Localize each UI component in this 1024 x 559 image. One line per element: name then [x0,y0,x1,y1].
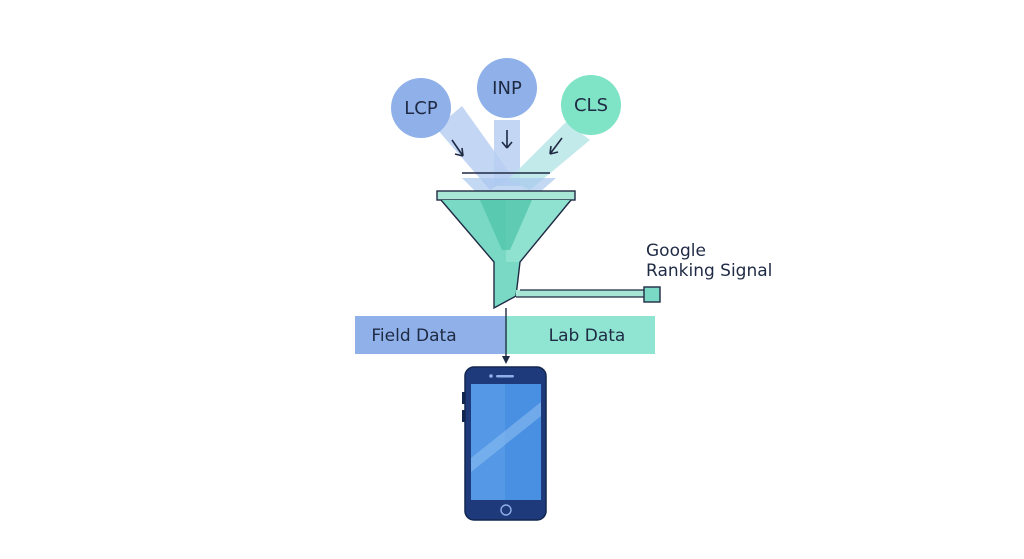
metric-inp: INP [477,58,537,118]
funnel-outline [440,199,572,310]
funnel [436,190,576,310]
down-arrow-head [502,356,510,364]
lcp-arrow [451,139,464,157]
metric-cls: CLS [561,75,621,135]
funnel-rim [436,190,576,201]
cls-label: CLS [574,95,608,116]
signal-label-line2: Ranking Signal [646,261,772,281]
metric-arrows [451,130,563,157]
phone-home-button [500,504,512,516]
inp-circle [477,58,537,118]
data-bands: Field Data Lab Data [355,316,655,354]
lcp-circle [391,78,451,138]
lcp-beam [436,106,512,190]
phone-camera [489,374,493,378]
lab-data-band [505,316,655,354]
field-data-band [355,316,505,354]
screen-glare [471,402,541,472]
inp-arrow [501,130,513,149]
signal-terminal [643,286,661,303]
metric-lcp: LCP [391,78,451,138]
smartphone [462,366,547,521]
signal-connector [516,286,661,303]
funnel-spout [494,262,520,308]
phone-side-button-2 [462,410,465,422]
field-data-label: Field Data [371,326,456,346]
phone-side-button-1 [462,392,465,404]
funnel-glow [462,178,556,192]
lcp-label: LCP [404,98,438,119]
cls-circle [561,75,621,135]
connector-pipe [516,290,644,297]
screen-reflection [471,384,505,500]
signal-label-line1: Google [646,241,706,261]
down-arrow [502,308,510,364]
cls-arrow [549,137,563,155]
lab-data-label: Lab Data [549,326,626,346]
funnel-cone-center [480,200,532,250]
inp-beam [494,120,520,186]
inp-label: INP [492,78,522,99]
phone-speaker [496,375,514,378]
